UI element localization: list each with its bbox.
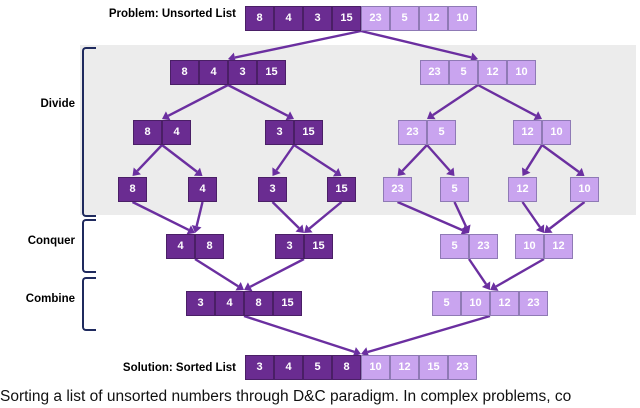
array-cell: 23	[420, 60, 449, 85]
array-cell: 3	[275, 234, 304, 259]
array-group: 5	[440, 177, 469, 202]
array-cell: 23	[398, 120, 427, 145]
array-cell: 3	[303, 6, 332, 31]
array-cell: 12	[478, 60, 507, 85]
divide-label: Divide	[40, 98, 75, 110]
array-cell: 3	[245, 355, 274, 380]
array-cell: 5	[432, 291, 461, 316]
array-cell: 5	[440, 234, 469, 259]
array-cell: 8	[118, 177, 147, 202]
array-cell: 8	[170, 60, 199, 85]
array-cell: 10	[361, 355, 390, 380]
conquer-bracket	[82, 219, 96, 273]
array-cell: 23	[361, 6, 390, 31]
array-cell: 10	[461, 291, 490, 316]
array-cell: 10	[515, 234, 544, 259]
array-cell: 15	[327, 177, 356, 202]
array-group: 12	[508, 177, 537, 202]
array-cell: 15	[257, 60, 286, 85]
array-cell: 3	[228, 60, 257, 85]
array-cell: 4	[188, 177, 217, 202]
array-cell: 12	[490, 291, 519, 316]
conquer-label: Conquer	[27, 235, 75, 247]
array-cell: 12	[513, 120, 542, 145]
figure-caption: Sorting a list of unsorted numbers throu…	[0, 388, 572, 405]
array-group: 3	[258, 177, 287, 202]
combine-label: Combine	[25, 293, 75, 305]
array-cell: 12	[508, 177, 537, 202]
array-cell: 3	[258, 177, 287, 202]
array-cell: 4	[162, 120, 191, 145]
array-cell: 4	[274, 355, 303, 380]
array-cell: 5	[440, 177, 469, 202]
array-cell: 5	[390, 6, 419, 31]
array-cell: 10	[570, 177, 599, 202]
array-cell: 15	[294, 120, 323, 145]
array-cell: 12	[419, 6, 448, 31]
array-cell: 23	[469, 234, 498, 259]
problem-label: Problem: Unsorted List	[108, 8, 236, 20]
array-cell: 4	[166, 234, 195, 259]
array-cell: 23	[448, 355, 477, 380]
array-cell: 10	[507, 60, 536, 85]
array-cell: 3	[186, 291, 215, 316]
array-cell: 8	[245, 6, 274, 31]
array-cell: 5	[449, 60, 478, 85]
array-group: 10	[570, 177, 599, 202]
array-cell: 3	[265, 120, 294, 145]
array-cell: 8	[332, 355, 361, 380]
array-cell: 8	[133, 120, 162, 145]
array-cell: 23	[519, 291, 548, 316]
array-cell: 15	[273, 291, 302, 316]
array-cell: 8	[195, 234, 224, 259]
array-cell: 23	[383, 177, 412, 202]
array-group: 8	[118, 177, 147, 202]
solution-label: Solution: Sorted List	[122, 362, 236, 374]
array-cell: 15	[304, 234, 333, 259]
array-cell: 8	[244, 291, 273, 316]
array-cell: 4	[199, 60, 228, 85]
array-cell: 15	[419, 355, 448, 380]
array-cell: 10	[448, 6, 477, 31]
array-cell: 12	[390, 355, 419, 380]
array-cell: 4	[215, 291, 244, 316]
array-cell: 4	[274, 6, 303, 31]
array-group: 15	[327, 177, 356, 202]
array-cell: 10	[542, 120, 571, 145]
array-group: 4	[188, 177, 217, 202]
combine-bracket	[82, 277, 96, 331]
divide-bracket	[82, 47, 96, 217]
array-cell: 5	[303, 355, 332, 380]
array-cell: 12	[544, 234, 573, 259]
array-cell: 15	[332, 6, 361, 31]
array-group: 23	[383, 177, 412, 202]
array-cell: 5	[427, 120, 456, 145]
